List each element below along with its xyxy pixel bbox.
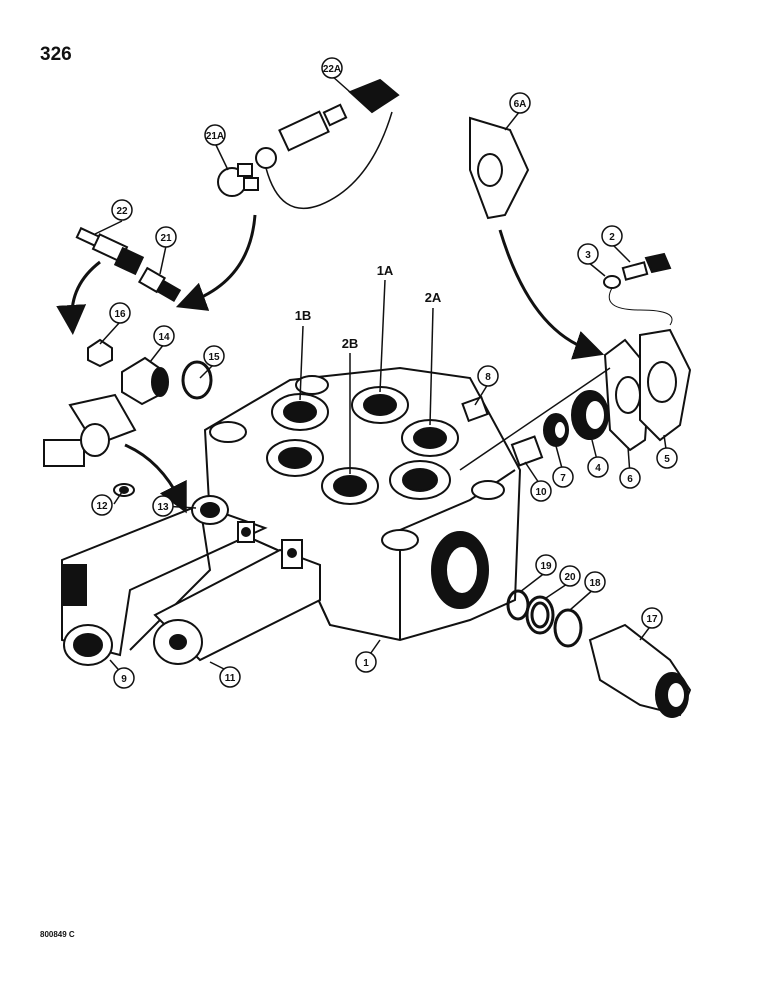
callout-22: 22 (116, 206, 128, 217)
bolt-2 (621, 252, 672, 281)
assembly-arrows (56, 214, 605, 514)
callout-1: 1 (363, 658, 369, 669)
o-ring-19 (506, 589, 530, 621)
callout-6A: 6A (514, 99, 527, 110)
callout-18: 18 (589, 578, 601, 589)
callout-10: 10 (535, 487, 547, 498)
o-ring-18 (553, 608, 583, 648)
callout-11: 11 (225, 673, 236, 684)
callout-8: 8 (485, 372, 491, 383)
port-label: 2B (342, 336, 359, 351)
callout-labels: 22A 21A 22 21 16 14 15 8 6A 2 3 12 13 1 … (96, 64, 670, 685)
callout-15: 15 (208, 352, 220, 363)
callout-13: 13 (157, 502, 169, 513)
port-boss-group (266, 386, 459, 505)
leader-lines (94, 75, 668, 677)
callout-7: 7 (560, 473, 566, 484)
callout-14: 14 (158, 332, 170, 343)
wiper-7 (543, 413, 569, 447)
callout-19: 19 (540, 561, 552, 572)
port-label: 1B (295, 308, 312, 323)
spool-end-10 (510, 435, 544, 467)
callout-5: 5 (664, 454, 670, 465)
callout-21: 21 (160, 233, 172, 244)
gasket-5 (639, 328, 692, 442)
fitting-17 (588, 623, 692, 718)
callout-2: 2 (609, 232, 615, 243)
port-label: 1A (377, 263, 394, 278)
callout-20: 20 (564, 572, 576, 583)
washer-3 (603, 275, 673, 326)
callout-12: 12 (96, 501, 108, 512)
callout-9: 9 (121, 674, 127, 685)
callout-bubbles (91, 57, 678, 689)
plug-16 (87, 338, 113, 368)
port-label: 2A (425, 290, 442, 305)
bolt-13 (191, 495, 255, 543)
callout-3: 3 (585, 250, 591, 261)
elbow-21A (217, 163, 259, 197)
seal-4 (571, 390, 609, 440)
backup-ring-20 (525, 595, 555, 635)
figure-code: 800849 C (40, 930, 75, 939)
callout-21A: 21A (206, 131, 224, 142)
fitting-14 (121, 356, 169, 406)
screw-8 (461, 395, 489, 423)
plate-6 (603, 338, 652, 452)
callout-4: 4 (595, 463, 601, 474)
spool-axis-line (459, 367, 611, 471)
page-number: 326 (40, 44, 72, 65)
coupler-22A (255, 78, 400, 210)
spool-cap-11 (153, 539, 321, 665)
o-ring-15 (181, 360, 213, 400)
valve-body (203, 366, 522, 642)
callout-16: 16 (114, 309, 126, 320)
callout-6: 6 (627, 474, 633, 485)
spool-handle (43, 393, 137, 497)
coupler-22 (75, 226, 145, 276)
callout-22A: 22A (323, 64, 341, 75)
gasket-6A (469, 116, 530, 220)
callout-17: 17 (646, 614, 658, 625)
